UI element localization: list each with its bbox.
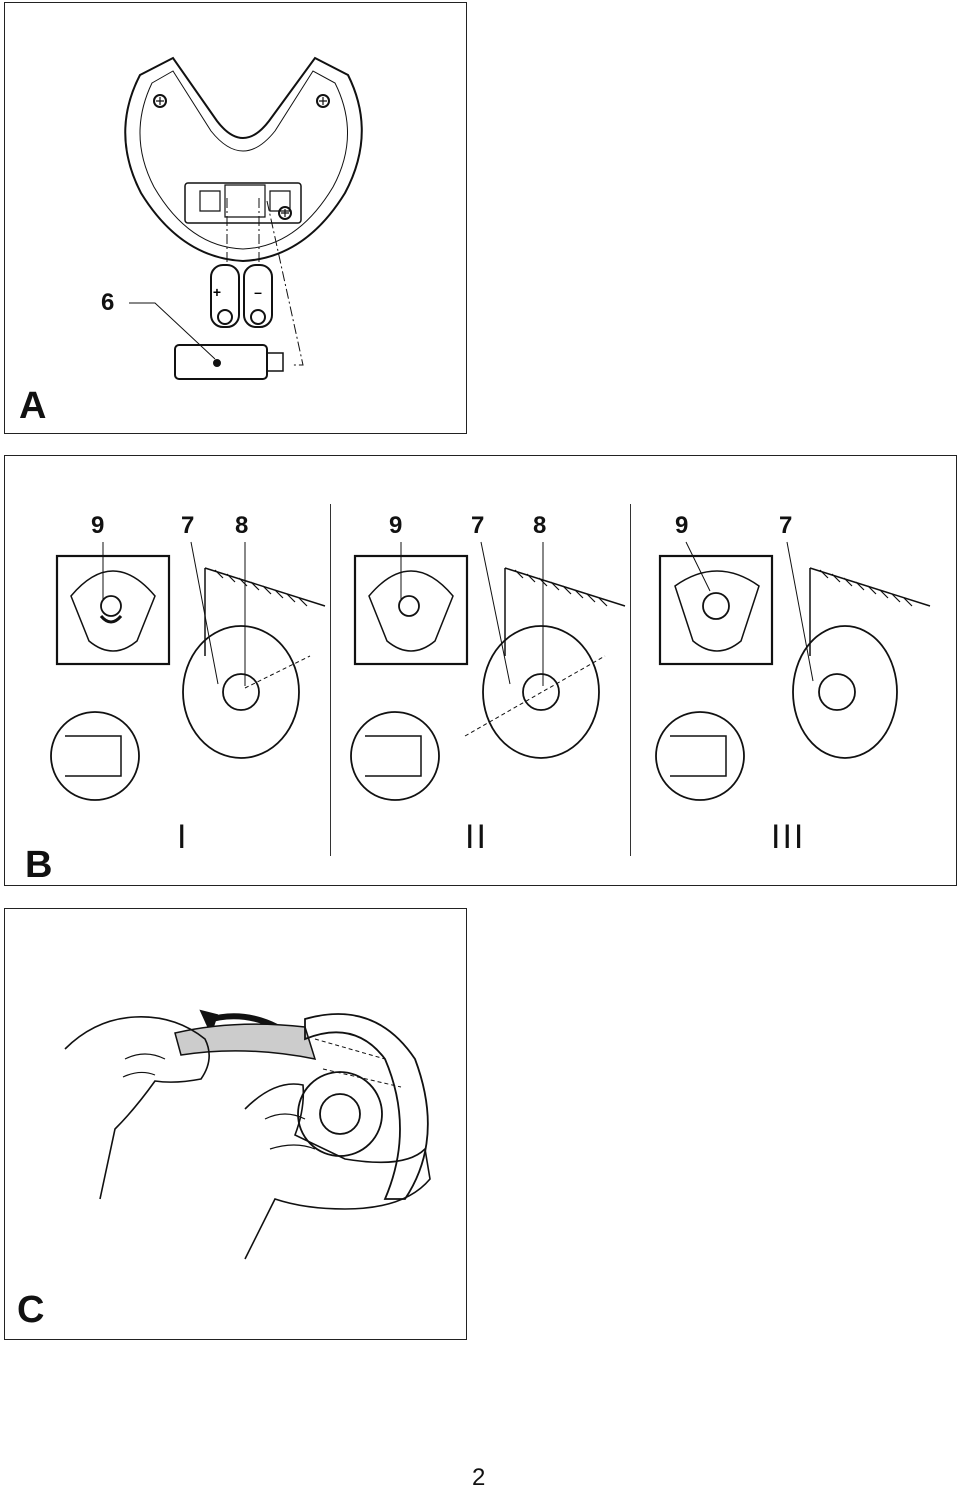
battery-cover bbox=[174, 344, 268, 380]
battery-plus bbox=[210, 264, 240, 328]
panel-letter-c: C bbox=[17, 1289, 45, 1331]
detail-inset-i bbox=[55, 554, 171, 666]
step-i-callout-7: 7 bbox=[181, 512, 195, 539]
hands-rotating-guard-illustration bbox=[64, 1009, 431, 1260]
detail-inset-ii bbox=[353, 554, 469, 666]
wheel-guard-iii bbox=[792, 625, 898, 759]
step-i-callout-8: 8 bbox=[235, 512, 249, 539]
housing-outline bbox=[124, 56, 363, 263]
step-i-label: I bbox=[177, 818, 189, 856]
panel-letter-b: B bbox=[25, 844, 53, 886]
figure-c-guard-rotation: C bbox=[4, 908, 467, 1340]
step-ii-callout-8: 8 bbox=[533, 512, 547, 539]
step-iii-callout-7: 7 bbox=[779, 512, 793, 539]
page-number: 2 bbox=[472, 1464, 486, 1491]
step-ii-callout-9: 9 bbox=[389, 512, 403, 539]
battery-minus bbox=[243, 264, 273, 328]
battery-plus-label: + bbox=[213, 284, 221, 300]
guard-steps-illustration bbox=[50, 541, 931, 801]
battery-compartment-illustration: + – bbox=[124, 56, 363, 380]
step-divider bbox=[330, 504, 331, 856]
panel-letter-a: A bbox=[19, 385, 47, 427]
guard-hub bbox=[297, 1071, 383, 1157]
callout-6: 6 bbox=[101, 289, 115, 316]
step-iii-callout-9: 9 bbox=[675, 512, 689, 539]
wheel-guard-ii bbox=[482, 625, 600, 759]
step-ii-callout-7: 7 bbox=[471, 512, 485, 539]
detail-inset-iii bbox=[658, 554, 774, 666]
figure-b-guard-steps: 9 7 8 I 9 7 8 II 9 7 III B bbox=[4, 455, 957, 886]
battery-minus-label: – bbox=[254, 284, 262, 300]
wheel-guard-i bbox=[182, 625, 300, 759]
step-i-callout-9: 9 bbox=[91, 512, 105, 539]
step-ii-label: II bbox=[465, 818, 488, 856]
figure-a-battery-install: + – 6 A bbox=[4, 2, 467, 434]
step-divider bbox=[630, 504, 631, 856]
step-iii-label: III bbox=[771, 818, 806, 856]
